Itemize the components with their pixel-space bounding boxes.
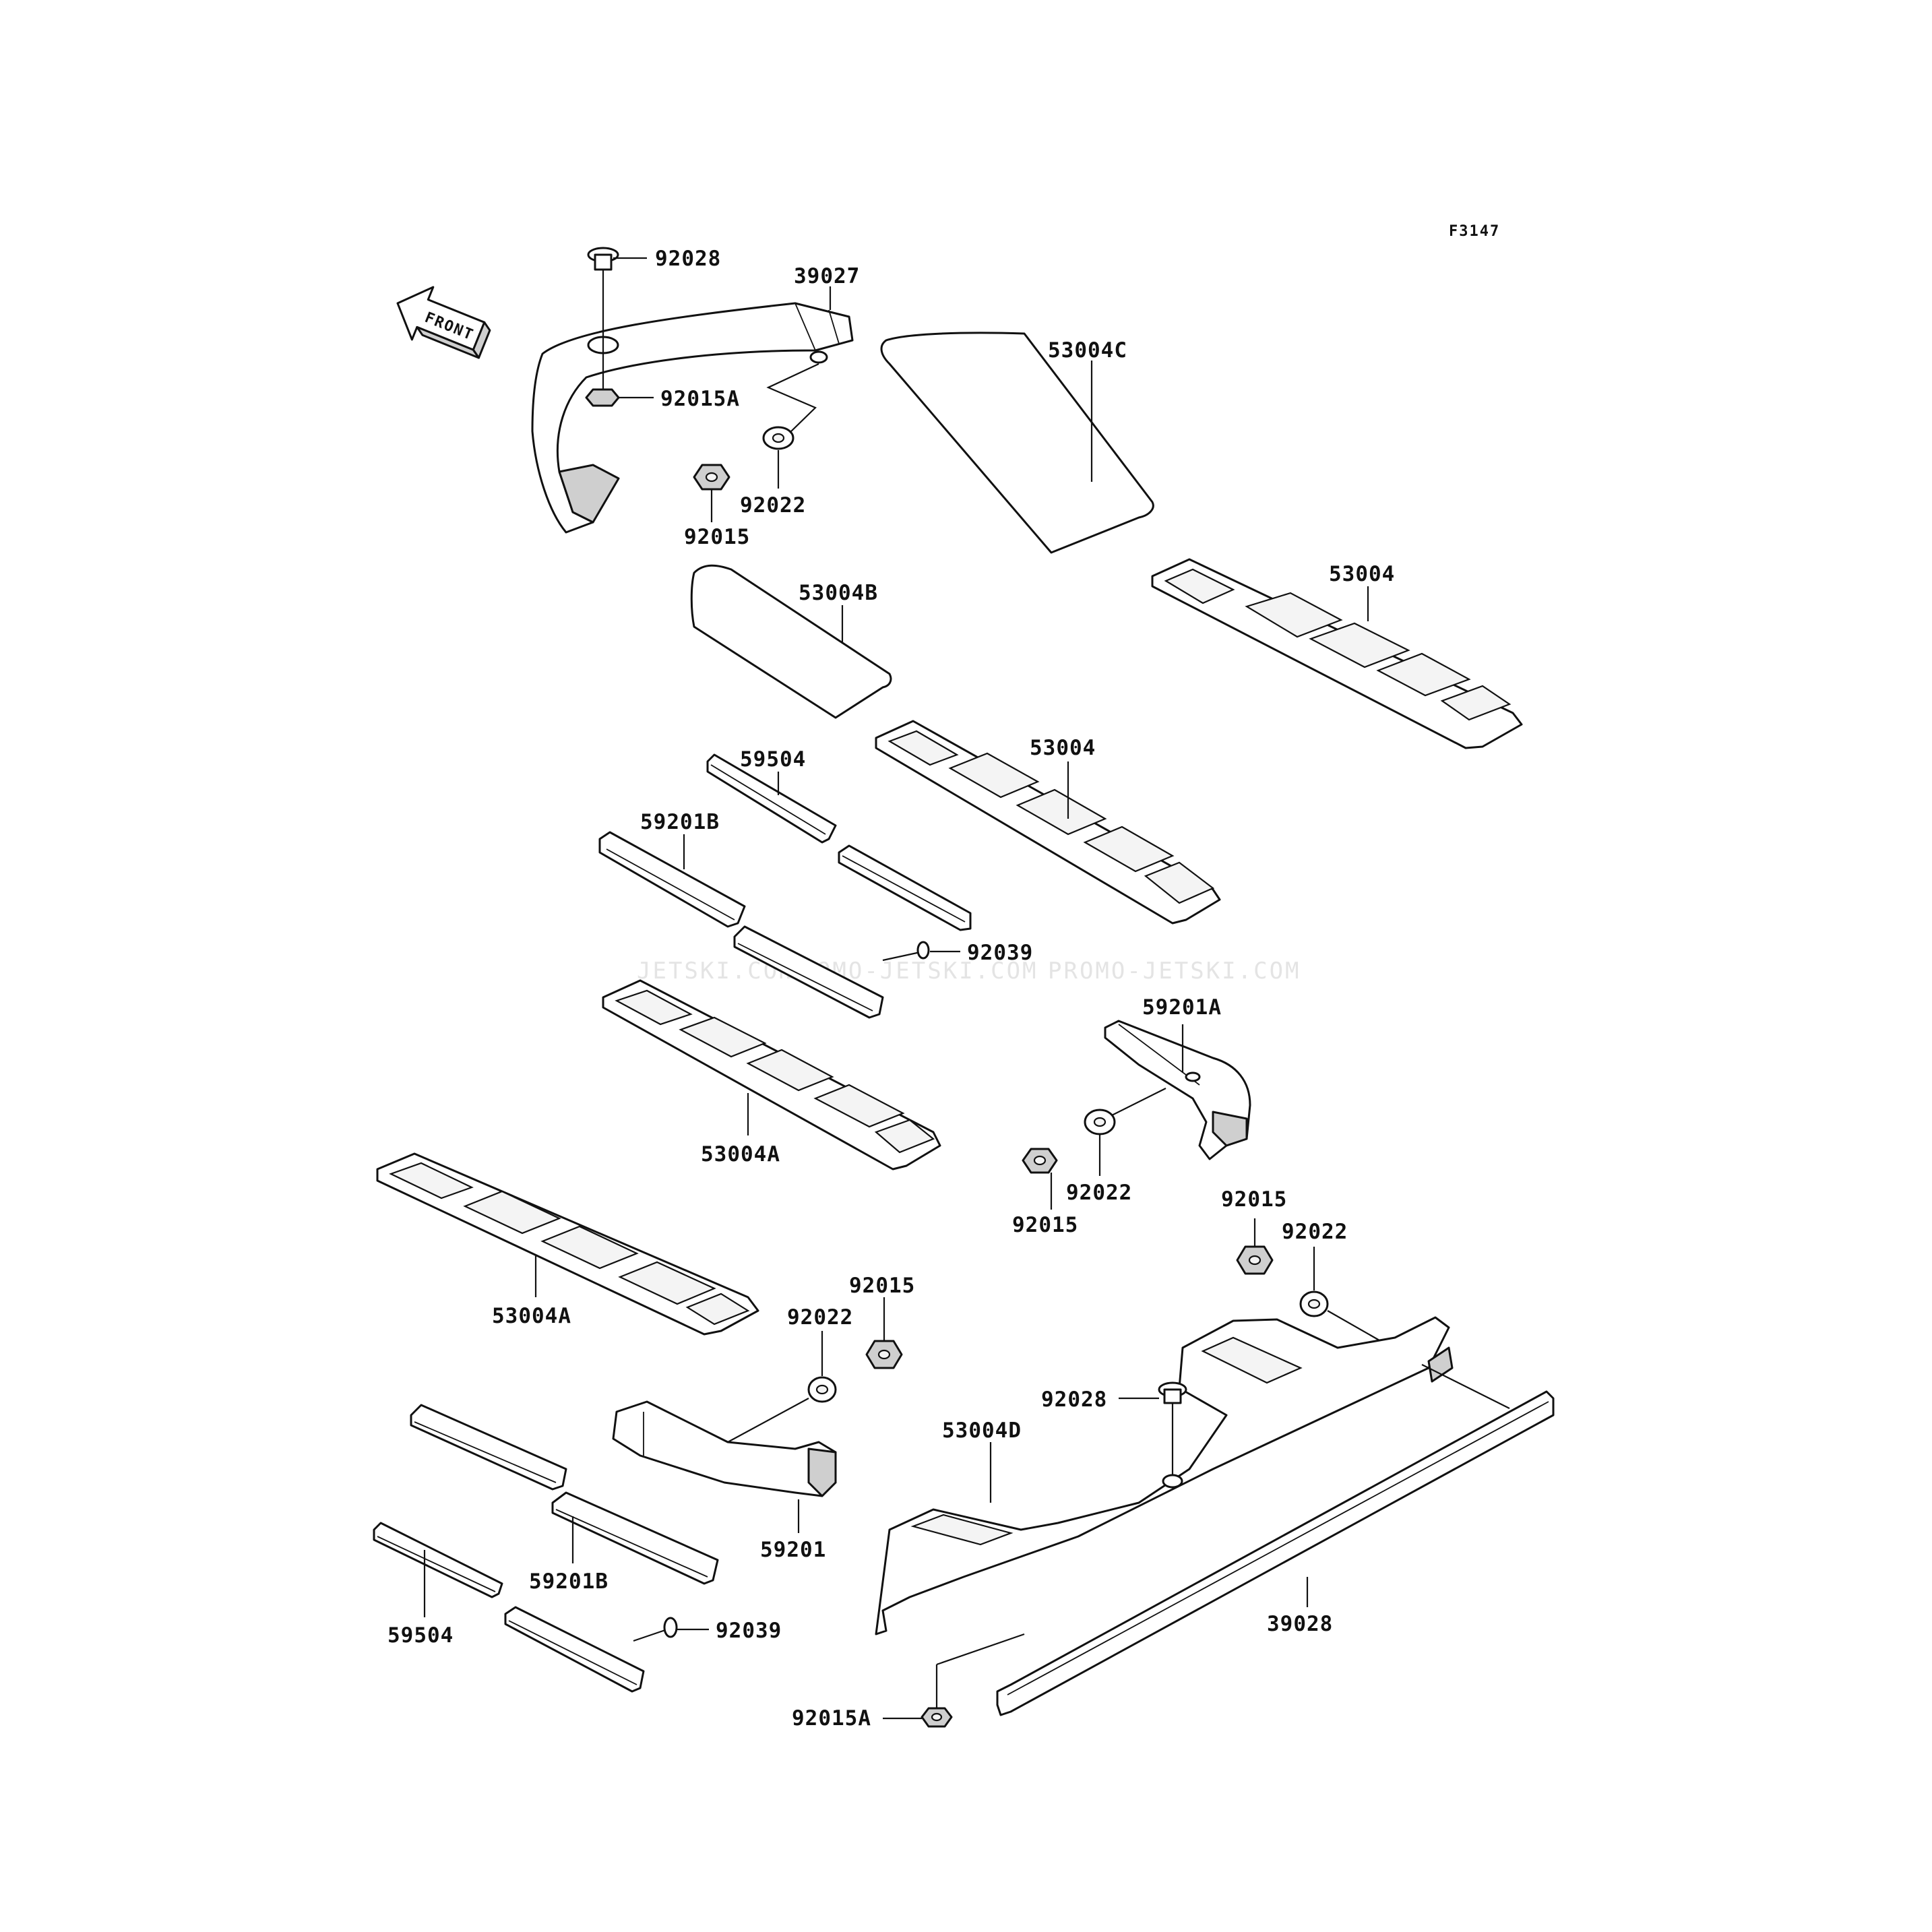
label-92015A-low: 92015A	[792, 1706, 871, 1731]
nut-92015-low: 92015	[849, 1274, 915, 1369]
label-53004-right: 53004	[1329, 562, 1395, 586]
label-59504-top: 59504	[740, 747, 806, 772]
nut-92015-right: 92015	[1221, 1187, 1287, 1275]
label-92028-top: 92028	[655, 247, 721, 271]
watermark-text-c: PROMO-JETSKI.COM	[1048, 958, 1301, 985]
mat-53004C: 53004C	[880, 332, 1154, 554]
mat-53004A-left: 53004A	[376, 1152, 759, 1336]
cover-59201B-low: 59201B	[410, 1404, 719, 1594]
cover-59201-low: 59201	[612, 1400, 837, 1562]
mat-53004D: 53004D	[875, 1316, 1454, 1635]
washer-92022-mid: 92022	[1066, 1088, 1166, 1205]
label-92022-top: 92022	[740, 493, 806, 518]
label-92015A-top: 92015A	[660, 387, 740, 411]
channel-59504-low: 59504	[373, 1522, 645, 1693]
label-53004-mid: 53004	[1030, 736, 1096, 760]
label-92015-right: 92015	[1221, 1187, 1287, 1212]
label-39027: 39027	[794, 264, 860, 288]
rivet-92039-low: 92039	[633, 1617, 782, 1643]
washer-92022-top: 92022	[740, 363, 819, 518]
channel-59504-top: 59504	[706, 747, 972, 931]
figure-code: F3147	[1449, 223, 1500, 240]
rivet-92039-top: 92039	[882, 941, 1033, 965]
label-92028-low: 92028	[1041, 1388, 1107, 1412]
washer-92022-low: 92022	[727, 1305, 853, 1443]
handle-39027	[531, 302, 854, 534]
mat-53004-right: 53004	[1151, 558, 1523, 749]
bolt-92028-low: 92028	[1041, 1381, 1187, 1476]
label-53004C: 53004C	[1048, 338, 1127, 363]
cover-59201B-top: 59201B	[598, 810, 884, 1019]
bolt-92028-top: 92028	[587, 247, 721, 404]
label-92039-low: 92039	[716, 1619, 782, 1643]
label-92022-mid: 92022	[1066, 1181, 1132, 1205]
nut-92015A-top: 92015A	[585, 387, 740, 411]
mat-53004-mid: 53004	[875, 720, 1221, 925]
nut-92015-top: 92015	[684, 464, 750, 549]
label-53004D: 53004D	[942, 1419, 1022, 1443]
label-92022-low: 92022	[787, 1305, 853, 1330]
mat-53004B: 53004B	[690, 564, 892, 719]
label-92015-top: 92015	[684, 525, 750, 549]
front-arrow-icon: FRONT	[396, 286, 491, 359]
label-92022-right: 92022	[1282, 1220, 1348, 1244]
label-59201B-low: 59201B	[529, 1569, 609, 1594]
label-92015-low: 92015	[849, 1274, 915, 1298]
label-53004A-mid: 53004A	[701, 1142, 780, 1166]
nut-92015-mid: 92015	[1012, 1148, 1078, 1237]
label-59504-low: 59504	[387, 1623, 454, 1648]
strip-39028: 39028	[996, 1364, 1555, 1716]
bracket-59201A: 59201A	[1104, 995, 1251, 1160]
label-92039-top: 92039	[967, 941, 1033, 965]
washer-92022-right: 92022	[1282, 1220, 1423, 1365]
label-53004A-left: 53004A	[492, 1304, 571, 1328]
label-39028: 39028	[1267, 1612, 1333, 1636]
label-59201: 59201	[760, 1538, 826, 1562]
label-92015-mid: 92015	[1012, 1213, 1078, 1237]
label-53004B: 53004B	[799, 581, 878, 605]
label-59201A: 59201A	[1142, 995, 1222, 1020]
label-59201B-top: 59201B	[640, 810, 720, 834]
mat-53004A-mid: 53004A	[602, 979, 941, 1171]
nut-92015A-low: 92015A	[792, 1633, 1025, 1731]
